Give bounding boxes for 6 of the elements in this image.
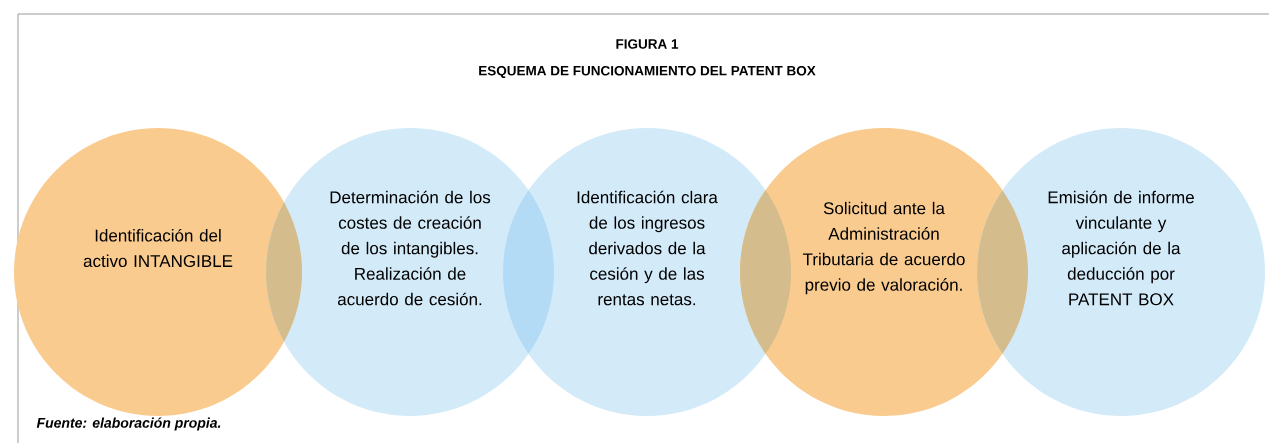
- circle-node: Identificación del activo INTANGIBLE: [14, 128, 302, 416]
- circle-node: Emisión de informe vinculante y aplicación de la deducción por PATENT BOX: [977, 128, 1265, 416]
- figure-number: FIGURA 1: [616, 39, 679, 49]
- node-label: Identificación clara de los ingresos derivados de la cesión y de las rentas netas.: [577, 190, 718, 306]
- title: ESQUEMA DE FUNCIONAMIENTO DEL PATENT BOX: [479, 65, 816, 78]
- caption: Fuente: elaboración propia.: [36, 417, 221, 431]
